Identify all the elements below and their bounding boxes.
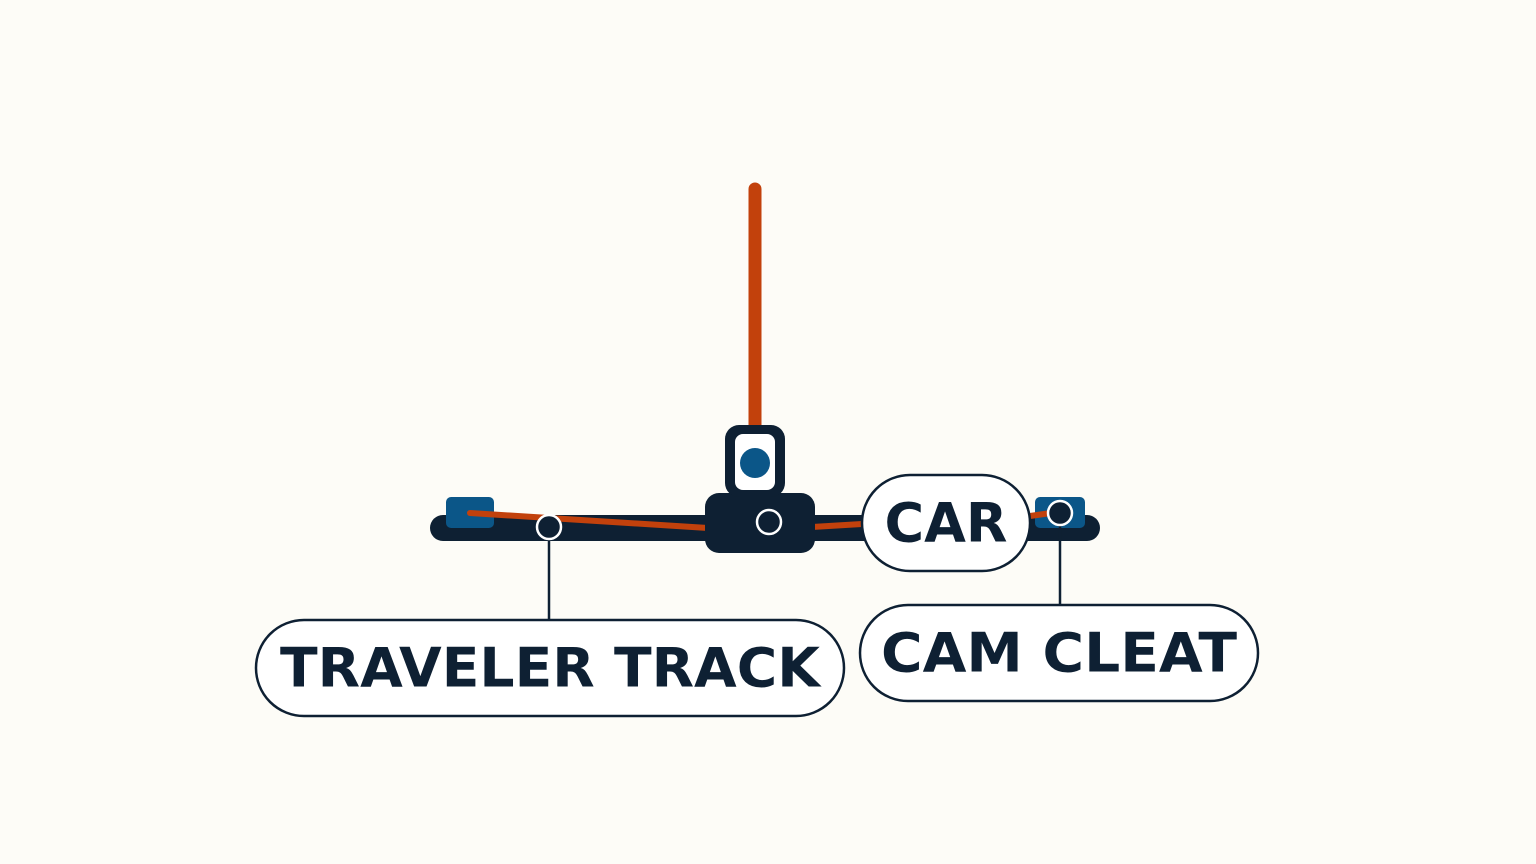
traveler-track-label-pill (254, 618, 846, 718)
anchor-point-traveler-track (535, 513, 563, 541)
traveler-track-label-text: TRAVELER TRACK (280, 637, 822, 700)
car-label-text: CAR (884, 492, 1007, 555)
block-sheave (740, 448, 770, 478)
control-line-right (809, 521, 865, 530)
control-line-left (467, 510, 711, 531)
car-sheave (755, 508, 783, 536)
cam-cleat-label-text: CAM CLEAT (881, 622, 1237, 685)
car-label: CAR (860, 473, 1032, 573)
cam-cleat-label: CAM CLEAT (858, 603, 1260, 703)
traveler-track-label: TRAVELER TRACK (254, 618, 846, 718)
anchor-point-cam-cleat (1046, 499, 1074, 527)
car-label-pill (860, 473, 1032, 573)
cam-cleat-label-pill (858, 603, 1260, 703)
